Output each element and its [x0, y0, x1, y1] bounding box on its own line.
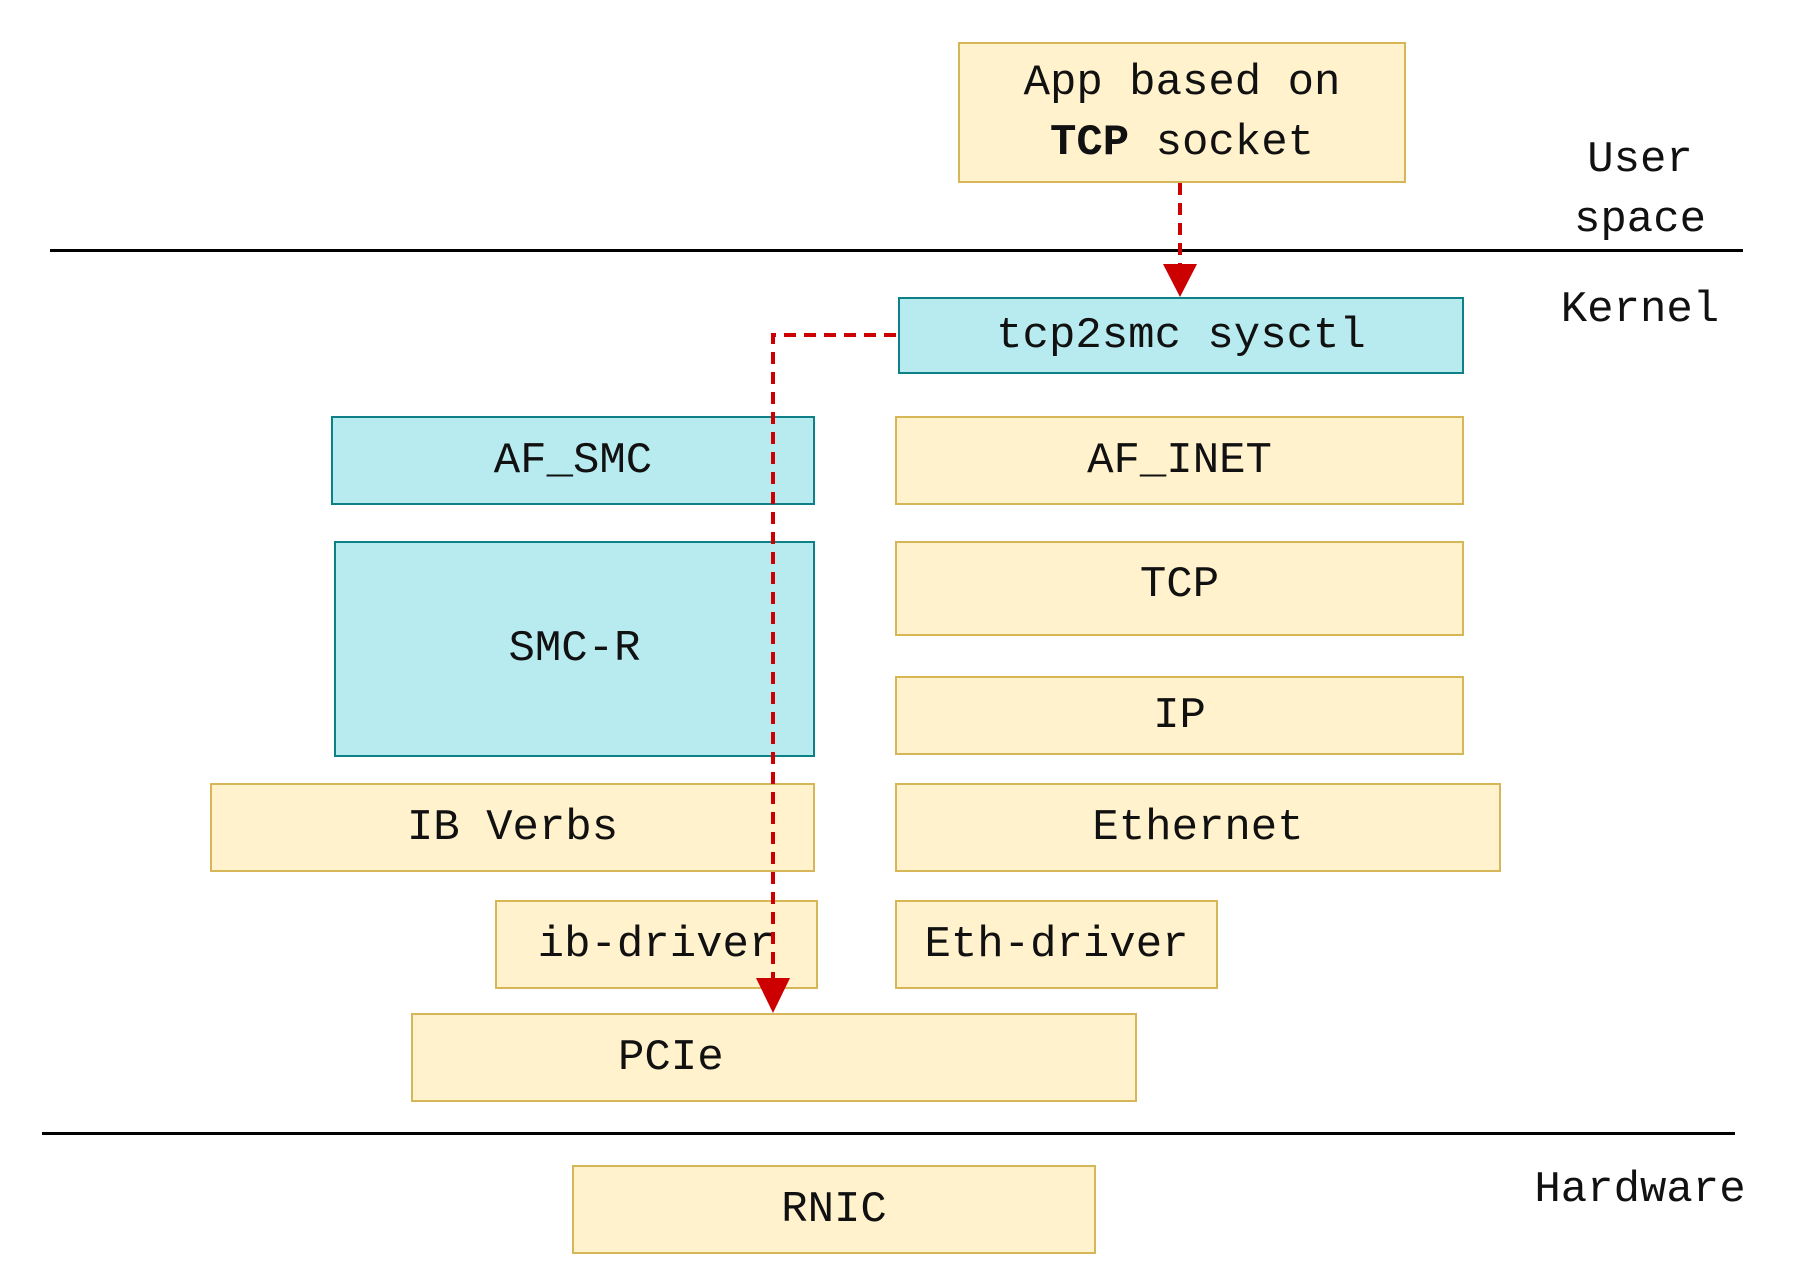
ethernet-box: Ethernet [895, 783, 1501, 872]
app-line2: TCP socket [1024, 113, 1341, 173]
sysctl-to-pcie-arrow-line [771, 333, 896, 982]
tcp-box: TCP [895, 541, 1464, 636]
app-line1: App based on [1023, 57, 1341, 108]
app-socket: socket [1129, 117, 1315, 168]
kernel-hardware-divider [42, 1132, 1735, 1135]
pcie-box: PCIe [411, 1013, 1137, 1102]
user-kernel-divider [50, 249, 1743, 252]
app-to-sysctl-arrowhead [1163, 264, 1197, 297]
rnic-box: RNIC [572, 1165, 1096, 1254]
af-smc-box: AF_SMC [331, 416, 815, 505]
smc-r-box: SMC-R [334, 541, 815, 757]
app-box: App based on TCP socket [958, 42, 1406, 183]
app-tcp-bold: TCP [1049, 117, 1130, 168]
kernel-label: Kernel [1560, 285, 1720, 335]
ib-driver-box: ib-driver [495, 900, 818, 989]
ip-box: IP [895, 676, 1464, 755]
ib-verbs-box: IB Verbs [210, 783, 815, 872]
tcp2smc-sysctl-box: tcp2smc sysctl [898, 297, 1464, 374]
user-space-label: User space [1573, 135, 1707, 245]
sysctl-to-pcie-arrowhead [756, 978, 790, 1013]
af-inet-box: AF_INET [895, 416, 1464, 505]
eth-driver-box: Eth-driver [895, 900, 1218, 989]
hardware-label: Hardware [1534, 1165, 1746, 1215]
